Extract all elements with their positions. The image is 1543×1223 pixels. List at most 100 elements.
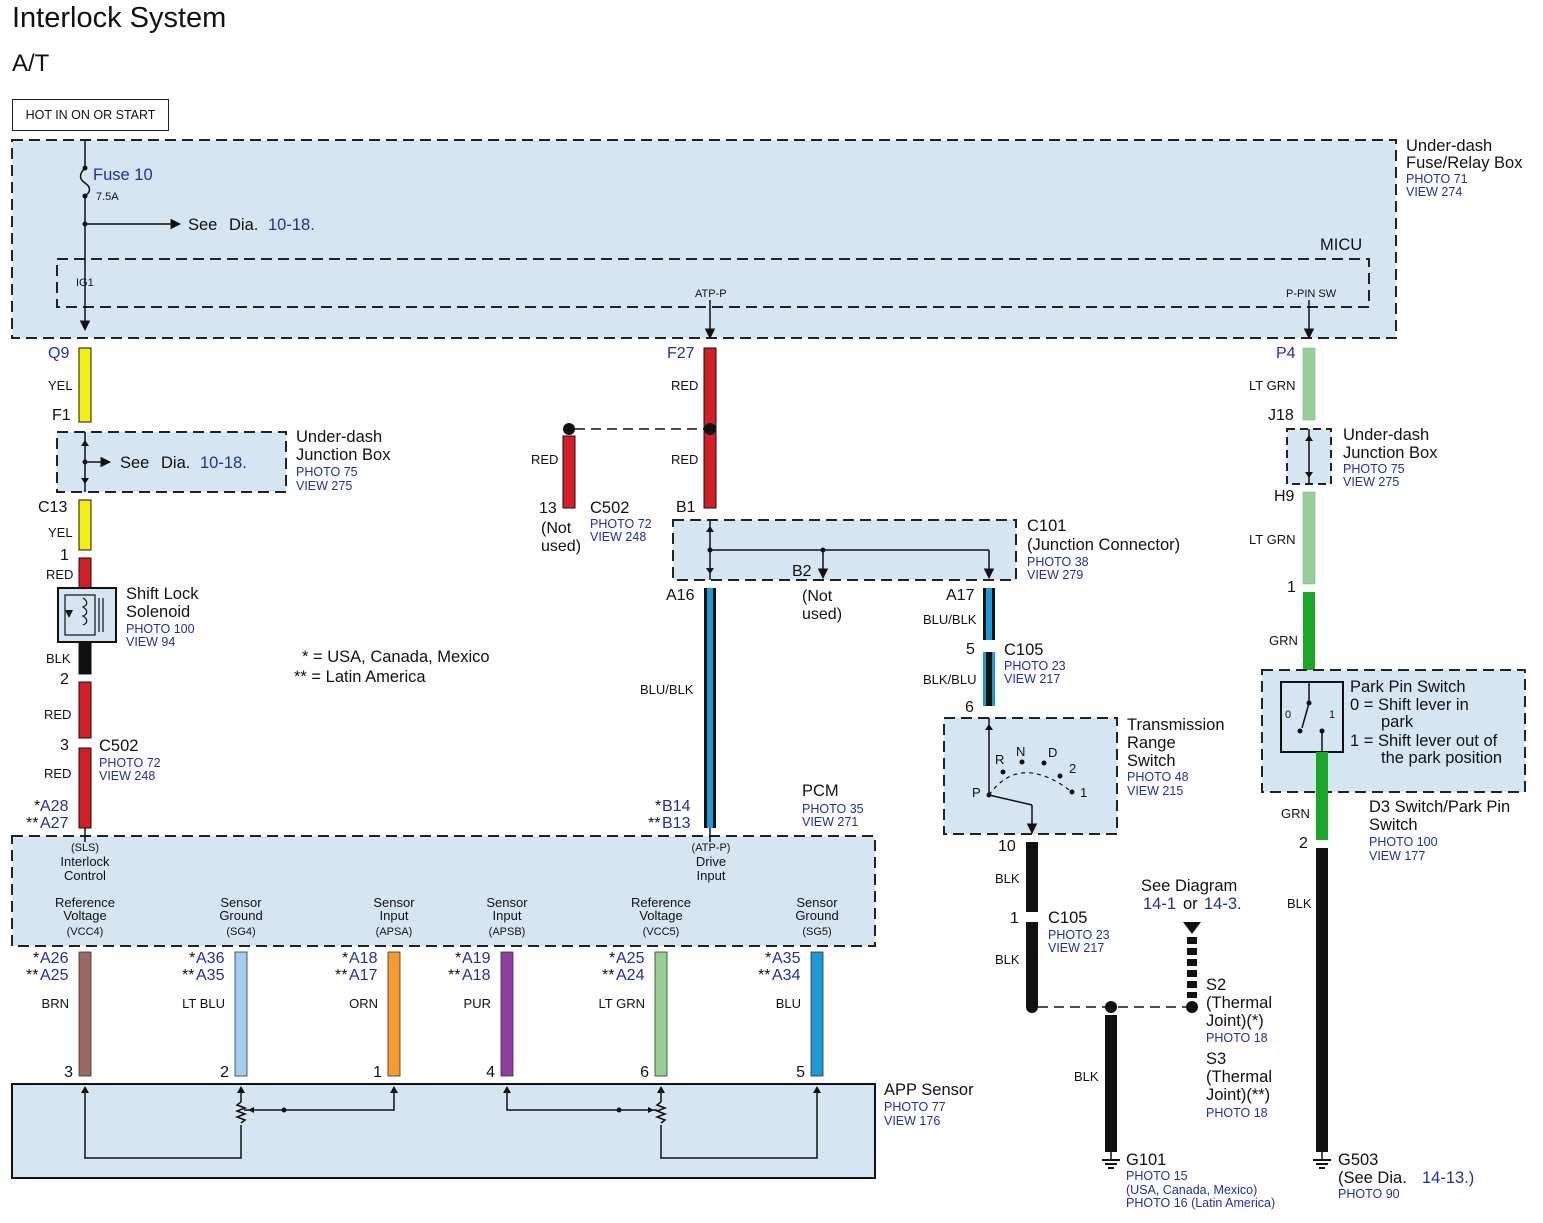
svg-text:VIEW 215: VIEW 215 bbox=[1127, 784, 1183, 798]
svg-text:Dia.: Dia. bbox=[161, 454, 190, 472]
svg-text:PHOTO 75: PHOTO 75 bbox=[296, 465, 358, 479]
svg-text:1: 1 bbox=[1080, 785, 1087, 800]
terminal-label-5-line1: Sensor bbox=[796, 895, 838, 910]
svg-text:or: or bbox=[1183, 895, 1198, 913]
svg-text:(Not: (Not bbox=[541, 520, 572, 537]
pin-3-c502: 3 bbox=[60, 737, 69, 754]
wire-red-2 bbox=[78, 681, 92, 739]
terminal-pin-a-4: A25 bbox=[616, 950, 645, 967]
svg-text:PHOTO 72: PHOTO 72 bbox=[590, 517, 652, 531]
park-pin-switch bbox=[1280, 681, 1344, 753]
terminal-star-a-0: * bbox=[33, 950, 39, 967]
svg-text:1 = Shift lever out of: 1 = Shift lever out of bbox=[1350, 732, 1498, 750]
svg-text:PHOTO 75: PHOTO 75 bbox=[1343, 462, 1405, 476]
wire-ltgrn-1 bbox=[1302, 347, 1316, 421]
wire-red-sol bbox=[78, 557, 92, 591]
wire-label-yel-1: YEL bbox=[48, 378, 73, 393]
terminal-star-b-1: ** bbox=[182, 967, 194, 984]
wire-yel-1 bbox=[78, 347, 92, 423]
svg-text:**: ** bbox=[648, 815, 660, 832]
svg-text:G101: G101 bbox=[1126, 1151, 1166, 1169]
svg-text:Junction Box: Junction Box bbox=[1343, 444, 1438, 462]
svg-text:C105: C105 bbox=[1048, 909, 1087, 927]
svg-text:used): used) bbox=[541, 538, 581, 555]
app-pin-5: 5 bbox=[796, 1064, 805, 1081]
wire-ltgrn-2 bbox=[1302, 491, 1316, 585]
terminal-label-3-line2: Input bbox=[493, 908, 522, 923]
wire-red-branch bbox=[562, 435, 576, 509]
park-pin-switch-label: Park Pin Switch 0 = Shift lever in park … bbox=[1350, 678, 1502, 767]
s2-s3-label: S2 (Thermal Joint)(*) PHOTO 18 S3 (Therm… bbox=[1206, 976, 1272, 1120]
terminal-pin-a-2: A18 bbox=[349, 950, 378, 967]
pin-2-sol: 2 bbox=[60, 671, 69, 688]
trs-label: Transmission Range Switch PHOTO 48 VIEW … bbox=[1127, 716, 1225, 798]
svg-text:PHOTO 77: PHOTO 77 bbox=[884, 1100, 946, 1114]
svg-text:VIEW 217: VIEW 217 bbox=[1004, 672, 1060, 686]
wire-label-grn-2: GRN bbox=[1281, 806, 1310, 821]
see-diagram-ref-fuse[interactable]: See Dia. 10-18. bbox=[188, 216, 315, 234]
svg-text:* = USA, Canada, Mexico: * = USA, Canada, Mexico bbox=[302, 648, 490, 666]
wire-label-grn-1: GRN bbox=[1269, 633, 1298, 648]
svg-text:See: See bbox=[188, 216, 217, 234]
terminal-star-b-4: ** bbox=[602, 967, 614, 984]
svg-text:13: 13 bbox=[539, 500, 557, 517]
wire-blk-trs-1 bbox=[1026, 842, 1038, 912]
terminal-star-b-2: ** bbox=[335, 967, 347, 984]
pin-f27: F27 bbox=[667, 345, 695, 362]
see-diagram-14-1-14-3[interactable]: See Diagram 14-1 or 14-3. bbox=[1141, 877, 1242, 913]
wire-label-red-branch: RED bbox=[531, 452, 558, 467]
terminal-label-1-line2: Ground bbox=[219, 908, 262, 923]
svg-text:PHOTO 16 (Latin America): PHOTO 16 (Latin America) bbox=[1126, 1196, 1275, 1210]
fuse-label: Fuse 10 bbox=[93, 166, 153, 184]
svg-text:Park Pin Switch: Park Pin Switch bbox=[1350, 678, 1466, 696]
svg-text:(USA, Canada, Mexico): (USA, Canada, Mexico) bbox=[1126, 1183, 1257, 1197]
terminal-pin-a-1: A36 bbox=[196, 950, 225, 967]
signal-wire-label-1: LT BLU bbox=[182, 996, 225, 1011]
svg-text:D3 Switch/Park Pin: D3 Switch/Park Pin bbox=[1369, 798, 1510, 816]
terminal-label-2-line2: Input bbox=[380, 908, 409, 923]
svg-text:PHOTO 72: PHOTO 72 bbox=[99, 756, 161, 770]
ig1-label: IG1 bbox=[76, 277, 94, 289]
svg-text:PHOTO 90: PHOTO 90 bbox=[1338, 1187, 1400, 1201]
svg-text:Joint)(**): Joint)(**) bbox=[1206, 1086, 1270, 1104]
pin-1-pps: 1 bbox=[1287, 579, 1296, 596]
terminal-star-b-3: ** bbox=[448, 967, 460, 984]
diagram-subtitle: A/T bbox=[12, 50, 50, 77]
svg-text:N: N bbox=[1016, 744, 1025, 759]
svg-text:(Thermal: (Thermal bbox=[1206, 1068, 1272, 1086]
c502-label-1: C502 PHOTO 72 VIEW 248 bbox=[99, 737, 161, 783]
svg-text:Switch: Switch bbox=[1127, 752, 1176, 770]
svg-text:2: 2 bbox=[1069, 761, 1076, 776]
svg-text:Input: Input bbox=[697, 868, 726, 883]
svg-text:Dia.: Dia. bbox=[229, 216, 258, 234]
pin-p4: P4 bbox=[1276, 345, 1296, 362]
svg-text:Solenoid: Solenoid bbox=[126, 603, 190, 621]
micu-label: MICU bbox=[1320, 236, 1362, 254]
terminal-label-2-line1: Sensor bbox=[373, 895, 415, 910]
svg-text:Drive: Drive bbox=[696, 854, 726, 869]
signal-wire-label-2: ORN bbox=[349, 996, 378, 1011]
app-pin-0: 3 bbox=[64, 1064, 73, 1081]
atp-p-label: ATP-P bbox=[695, 288, 727, 300]
transmission-range-switch bbox=[943, 717, 1118, 835]
see-diagram-ref-jb[interactable]: See Dia. 10-18. bbox=[120, 454, 247, 472]
svg-text:C101: C101 bbox=[1027, 517, 1066, 535]
svg-text:PCM: PCM bbox=[802, 782, 839, 800]
svg-text:Transmission: Transmission bbox=[1127, 716, 1225, 734]
terminal-star-a-4: * bbox=[609, 950, 615, 967]
svg-text:Interlock: Interlock bbox=[60, 854, 110, 869]
junction-box-2-label: Under-dash Junction Box PHOTO 75 VIEW 27… bbox=[1343, 426, 1438, 489]
terminal-label-0-line2: Voltage bbox=[63, 908, 106, 923]
terminal-pin-b-3: A18 bbox=[462, 967, 491, 984]
wire-label-red-atp-2: RED bbox=[671, 452, 698, 467]
svg-text:PHOTO 38: PHOTO 38 bbox=[1027, 555, 1089, 569]
svg-text:Fuse/Relay Box: Fuse/Relay Box bbox=[1406, 154, 1523, 172]
app-pin-2: 1 bbox=[373, 1064, 382, 1081]
terminal-pin-b-0: A25 bbox=[40, 967, 69, 984]
svg-text:14-13.): 14-13.) bbox=[1422, 1169, 1474, 1187]
wire-label-ltgrn-1: LT GRN bbox=[1249, 378, 1295, 393]
pin-2-d3: 2 bbox=[1299, 835, 1308, 852]
pin-10-trs: 10 bbox=[998, 838, 1016, 855]
svg-text:*: * bbox=[34, 798, 40, 815]
trs-positions: P R N D 2 1 bbox=[972, 744, 1087, 800]
